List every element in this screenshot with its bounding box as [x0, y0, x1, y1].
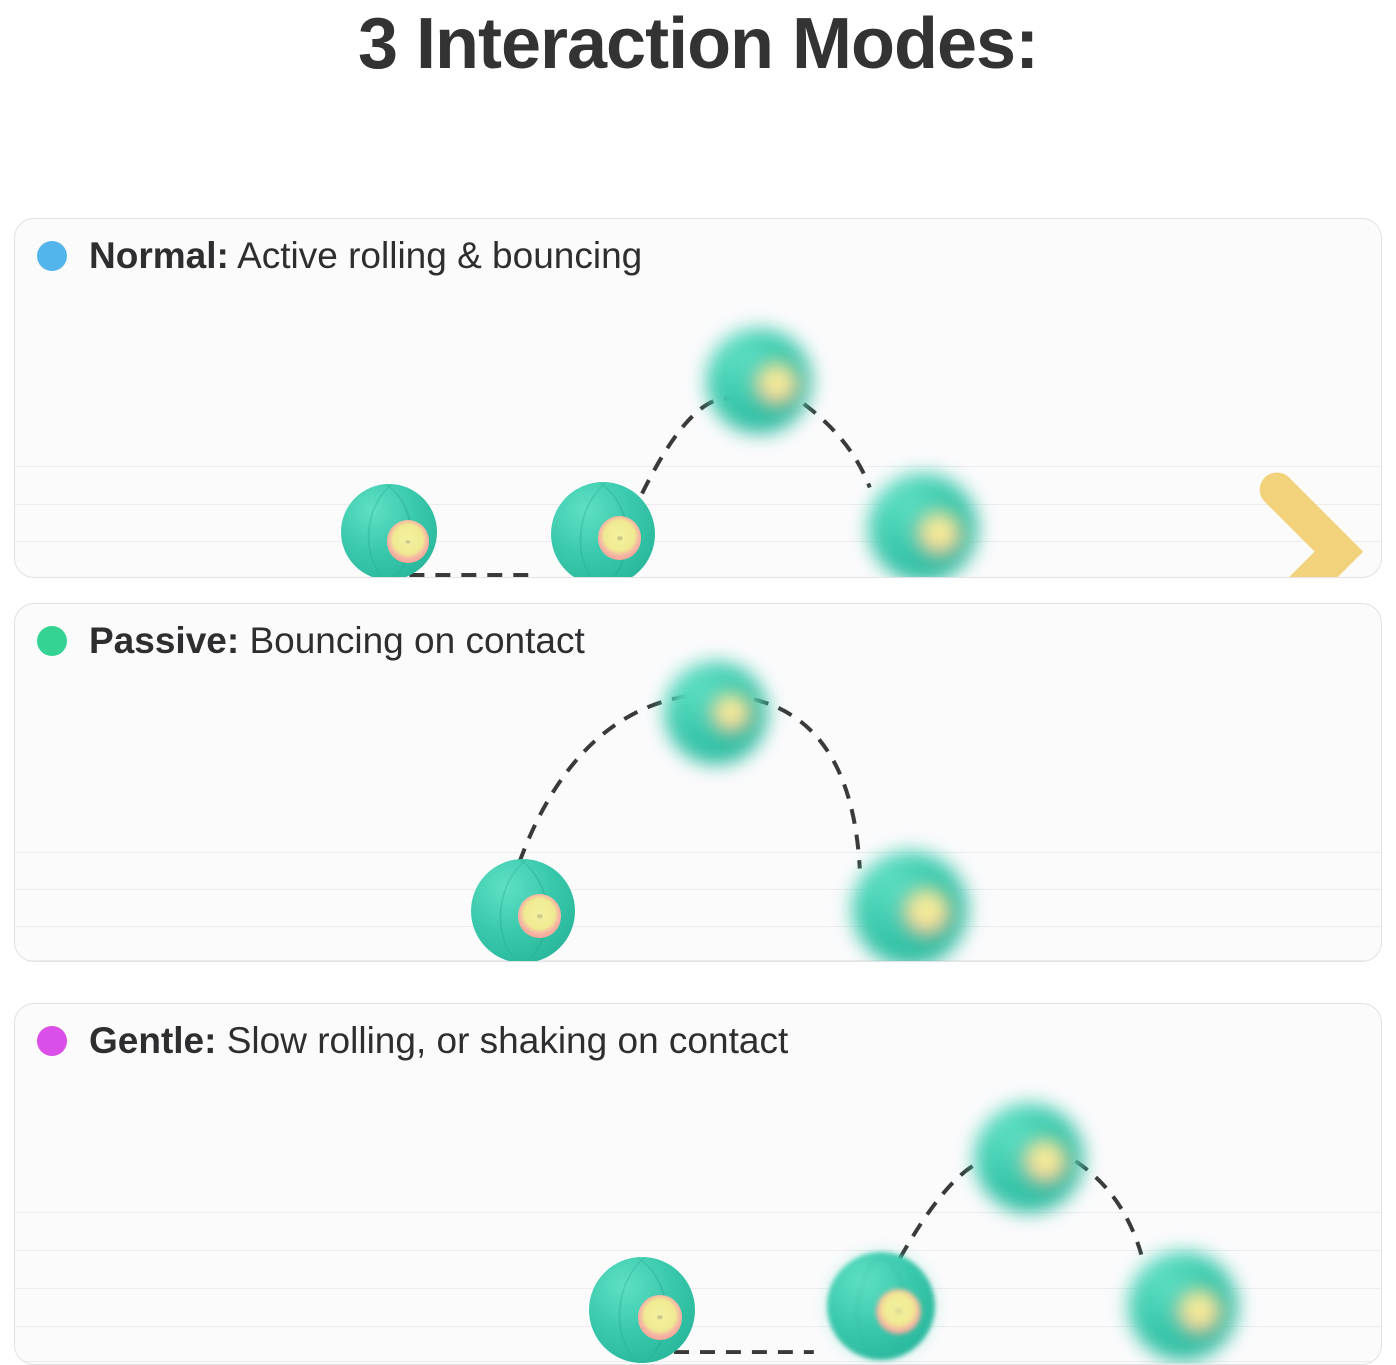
mode-label-normal: Normal:	[89, 235, 229, 276]
landing-ball	[837, 836, 983, 961]
contact-ball	[471, 859, 575, 961]
mode-panel-gentle[interactable]: Gentle: Slow rolling, or shaking on cont…	[14, 1003, 1382, 1365]
panel-header-gentle: Gentle: Slow rolling, or shaking on cont…	[37, 1022, 788, 1059]
apex-ball	[692, 314, 826, 448]
yellow-zigzag	[1259, 472, 1364, 577]
dashed-rise-path	[897, 1161, 979, 1260]
passive-mode-dot	[37, 625, 67, 656]
scene-passive	[15, 604, 1381, 961]
mode-label-gentle: Gentle:	[89, 1020, 217, 1061]
dashed-fall-path	[1074, 1159, 1144, 1256]
panel-header-normal: Normal: Active rolling & bouncing	[37, 237, 642, 274]
gentle-mode-dot	[37, 1025, 67, 1056]
panel-header-text-gentle: Gentle: Slow rolling, or shaking on cont…	[89, 1022, 788, 1059]
page-title: 3 Interaction Modes:	[357, 4, 1039, 84]
falling-ball	[1113, 1236, 1253, 1364]
panel-header-passive: Passive: Bouncing on contact	[37, 622, 585, 659]
rolling-ball	[341, 484, 437, 577]
mode-panel-passive[interactable]: Passive: Bouncing on contact	[14, 603, 1382, 962]
normal-mode-dot	[37, 240, 67, 271]
trajectory-layer-passive	[517, 693, 862, 869]
dashed-fall-path	[802, 402, 872, 489]
scene-normal	[15, 219, 1381, 577]
falling-ball	[853, 458, 993, 577]
contact-ball	[811, 1236, 951, 1364]
mode-panel-normal[interactable]: Normal: Active rolling & bouncing	[14, 218, 1382, 578]
apex-ball	[959, 1088, 1099, 1228]
modes-panel-list: Normal: Active rolling & bouncing	[14, 218, 1382, 1365]
mode-description-passive: Bouncing on contact	[249, 620, 585, 661]
yellow-zigzag	[821, 926, 1382, 962]
rolling-ball	[589, 1257, 695, 1363]
mode-label-passive: Passive:	[89, 620, 240, 661]
impact-ball	[551, 482, 655, 577]
scene-gentle	[15, 1004, 1381, 1364]
panel-header-text-normal: Normal: Active rolling & bouncing	[89, 237, 642, 274]
mode-description-normal: Active rolling & bouncing	[237, 235, 643, 276]
dashed-rise-path	[517, 693, 691, 864]
trajectory-layer-gentle	[674, 1159, 1144, 1355]
mode-description-gentle: Slow rolling, or shaking on contact	[226, 1020, 789, 1061]
apex-ball	[650, 647, 782, 779]
panel-header-text-passive: Passive: Bouncing on contact	[89, 622, 585, 659]
